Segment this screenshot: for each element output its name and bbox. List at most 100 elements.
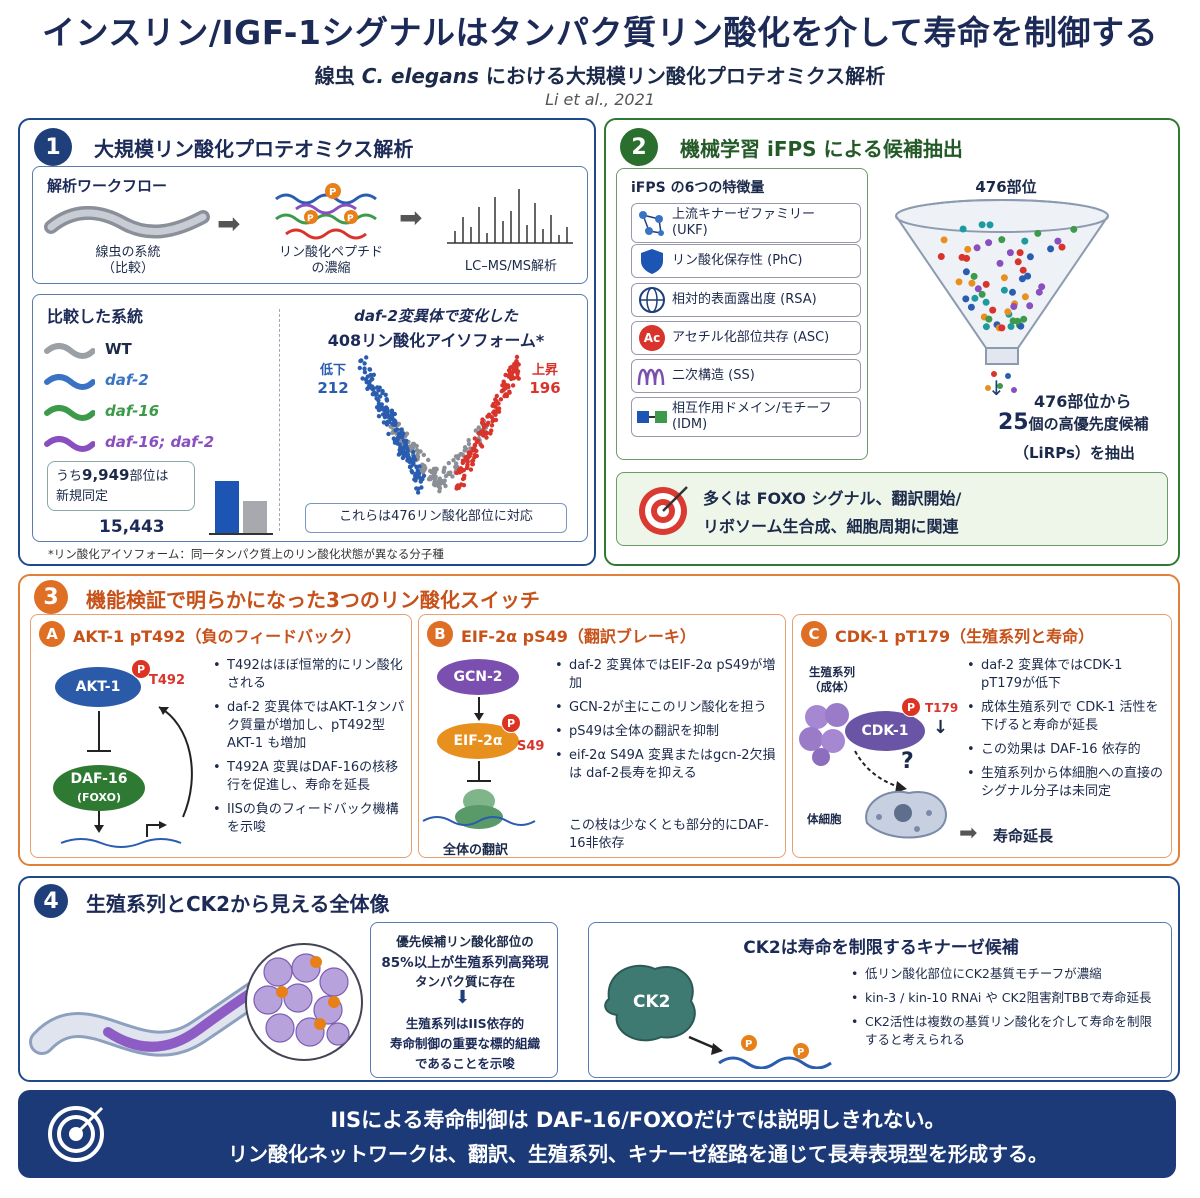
volcano-point-ns — [454, 461, 459, 466]
switch-letter: C — [801, 621, 827, 647]
novel-suffix: 部位は — [129, 469, 169, 484]
volcano-point-ns — [434, 467, 439, 472]
volcano-point-up — [509, 364, 514, 370]
funnel-dot — [985, 239, 993, 247]
volcano-point-up — [484, 430, 490, 436]
panel-number: 1 — [34, 128, 72, 166]
conclusion-line-2: リン酸化ネットワークは、翻訳、生殖系列、キナーゼ経路を通じて長寿表現型を形成する… — [228, 1142, 1048, 1166]
funnel-dot — [1047, 245, 1055, 253]
volcano-point-up — [484, 435, 489, 440]
volcano-point-up — [515, 369, 521, 374]
volcano-point-down — [359, 358, 364, 363]
result-text: 個の高優先度候補 — [1028, 415, 1149, 433]
result-line-2: 25個の高優先度候補 — [998, 410, 1149, 435]
workflow-step-2: リン酸化ペプチド の濃縮 — [278, 245, 383, 276]
site-label: T492 — [149, 673, 186, 688]
down-count: 212 — [317, 379, 349, 397]
bullet-item: daf-2 変異体ではEIF-2α pS49が増加 — [555, 657, 781, 693]
bar-baseline — [209, 533, 273, 535]
funnel-output-dot — [1011, 387, 1017, 393]
global-translation-label: 全体の翻訳 — [443, 843, 509, 858]
outcome-label: 寿命延長 — [993, 827, 1054, 845]
volcano-point-ns — [431, 482, 437, 487]
volcano-point-down — [411, 449, 416, 455]
volcano-point-ns — [415, 452, 420, 457]
volcano-point-ns — [433, 474, 438, 479]
volcano-point-ns — [436, 484, 441, 489]
volcano-point-down — [380, 412, 386, 417]
funnel-dot — [1007, 323, 1015, 330]
panel-number: 2 — [620, 128, 658, 166]
volcano-point-down — [421, 473, 427, 478]
total-sites: 15,443 — [99, 517, 165, 537]
volcano-point-up — [478, 442, 483, 447]
up-count: 196 — [529, 379, 561, 397]
worm-icon — [44, 206, 210, 239]
phospho-badge: P — [131, 659, 151, 679]
peptide-icon: P P P — [275, 183, 377, 240]
volcano-point-down — [364, 380, 369, 385]
dashed-arrow — [854, 750, 907, 793]
volcano-point-down — [415, 490, 421, 495]
volcano-point-down — [408, 457, 413, 462]
switch-a-bullets: T492はほぼ恒常的にリン酸化されるdaf-2 変異体ではAKT-1タンパク質量… — [213, 657, 409, 843]
volcano-point-up — [468, 467, 474, 472]
arrow-down-icon: ⬇ — [455, 987, 471, 1008]
volcano-point-up — [489, 423, 495, 428]
shield-icon — [632, 247, 672, 275]
feature-item: 二次構造 (SS) — [631, 359, 861, 393]
funnel-dot — [1070, 225, 1078, 233]
volcano-point-down — [399, 427, 404, 432]
feature-label: 二次構造 (SS) — [672, 368, 755, 383]
phospho-mark: P — [329, 187, 336, 198]
ck2-bullets: 低リン酸化部位にCK2基質モチーフが濃縮kin-3 / kin-10 RNAi … — [851, 965, 1161, 1055]
strain-item: daf-2 — [43, 366, 149, 394]
switch-letter: B — [427, 621, 453, 647]
phospho-mark: P — [307, 214, 314, 224]
subtitle-pre: 線虫 — [314, 64, 362, 88]
globe-icon — [632, 286, 672, 314]
volcano-note: これらは476リン酸化部位に対応 — [305, 503, 567, 533]
funnel-dot — [1021, 293, 1029, 301]
volcano-point-ns — [466, 441, 472, 447]
footnote: *リン酸化アイソフォーム：同一タンパク質上のリン酸化状態が異なる分子種 — [48, 547, 444, 561]
volcano-point-ns — [418, 449, 423, 454]
funnel-dot — [1026, 302, 1034, 310]
funnel-dot — [1014, 258, 1022, 266]
volcano-point-down — [369, 377, 374, 382]
funnel-dot — [1018, 275, 1026, 283]
volcano-point-up — [490, 403, 495, 408]
volcano-point-ns — [451, 458, 456, 463]
volcano-point-ns — [450, 474, 455, 479]
features-title: iFPS の6つの特徴量 — [631, 180, 765, 196]
bullet-item: 成体生殖系列で CDK-1 活性を下げると寿命が延長 — [967, 699, 1167, 735]
worm-icon — [44, 343, 95, 359]
volcano-point-up — [494, 393, 499, 399]
target-icon — [48, 1106, 104, 1162]
volcano-point-ns — [421, 452, 426, 458]
bullet-item: pS49は全体の翻訳を抑制 — [555, 723, 781, 741]
volcano-point-down — [410, 470, 415, 475]
volcano-point-up — [470, 462, 475, 467]
funnel-dot — [973, 244, 981, 252]
volcano-point-up — [460, 476, 466, 482]
panel-proteomics: 1 大規模リン酸化プロテオミクス解析 解析ワークフロー 線虫の系統 （比較） ➡… — [18, 118, 596, 566]
volcano-point-down — [405, 446, 410, 451]
funnel-icon — [895, 199, 1109, 393]
germline-label: 生殖系列（成体） — [797, 665, 867, 695]
page-title: インスリン/IGF-1シグナルはタンパク質リン酸化を介して寿命を制御する — [42, 13, 1158, 52]
funnel-dot — [937, 253, 945, 260]
funnel-output-dot — [1005, 373, 1011, 379]
bullet-item: IISの負のフィードバック機構を示唆 — [213, 801, 409, 837]
novel-line2: 新規同定 — [56, 489, 109, 504]
volcano-point-down — [362, 361, 367, 366]
node-daf16-label: DAF-16 — [70, 771, 128, 787]
volcano-point-ns — [426, 457, 431, 463]
volcano-point-up — [480, 432, 486, 438]
funnel-dot — [962, 268, 970, 276]
novel-sites-callout: うち9,949部位は 新規同定 — [47, 461, 195, 511]
volcano-point-down — [405, 452, 411, 457]
volcano-point-down — [386, 431, 391, 437]
up-label: 上昇 — [531, 363, 558, 378]
volcano-point-down — [383, 392, 388, 397]
